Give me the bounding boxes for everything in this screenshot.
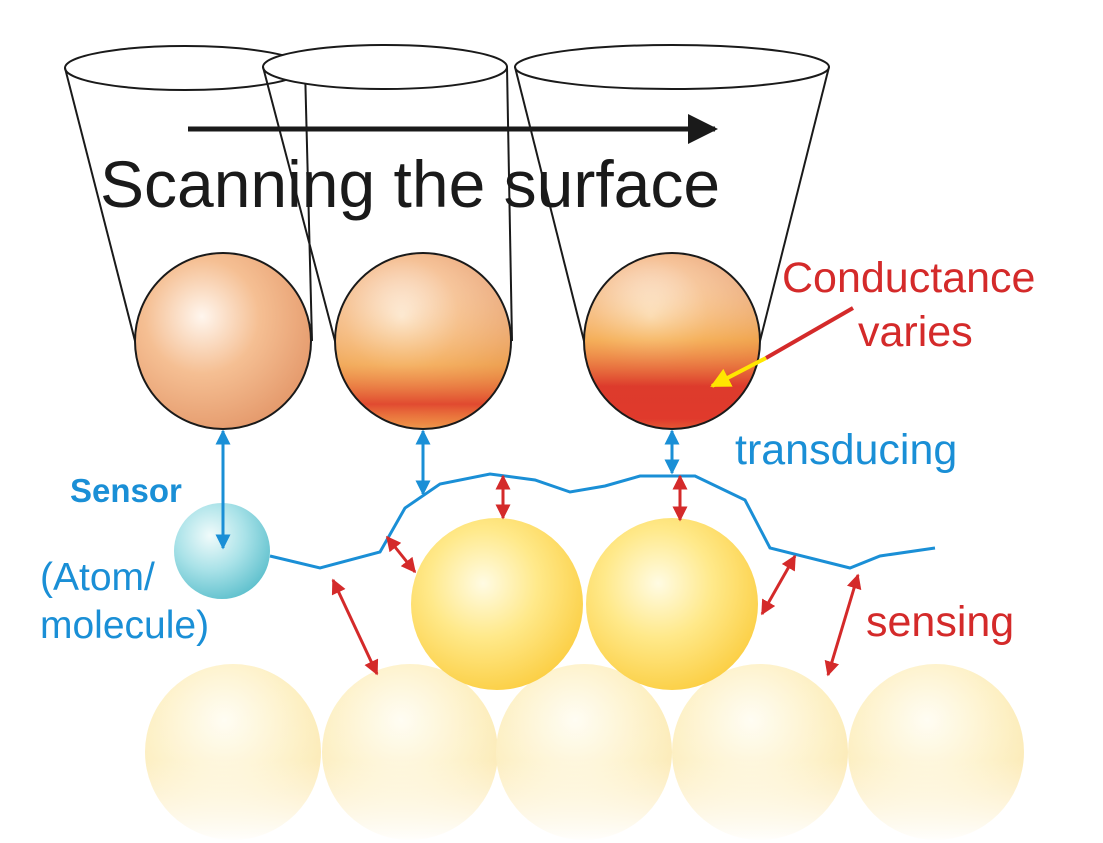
conductance-pointer-line [765,306,854,360]
sensor-detail-line2: molecule) [40,604,209,647]
sensing-arrow [760,554,797,616]
sensor-label: Sensor [70,472,182,509]
sensor-atom [174,503,270,599]
tip-apex-atoms [134,252,761,430]
sensor-detail-line1: (Atom/ [40,556,155,599]
sensing-arrow [331,578,379,676]
tip-apex-atom-1 [134,252,312,430]
tip-apex-atom-3 [583,252,761,430]
transducing-arrows [215,429,680,550]
diagram-title: Scanning the surface [100,147,720,221]
probe-tips [64,44,830,342]
tip-apex-atom-2 [334,252,512,430]
adsorbed-atom [586,518,758,690]
transducing-label: transducing [735,426,957,474]
sensing-label: sensing [866,598,1014,646]
sensing-arrow [824,573,862,677]
sensing-arrow [385,535,417,574]
probe-tip-3 [514,44,830,342]
topography-trace [269,472,936,570]
conductance-label-line2: varies [858,308,973,356]
conductance-label-line1: Conductance [782,254,1035,302]
substrate-atom-row [130,660,1050,843]
adsorbed-atoms [411,518,758,690]
probe-tip-2 [262,44,513,342]
sensing-arrows [331,474,862,677]
conductance-pointer-arrow [710,356,767,388]
adsorbed-atom [411,518,583,690]
